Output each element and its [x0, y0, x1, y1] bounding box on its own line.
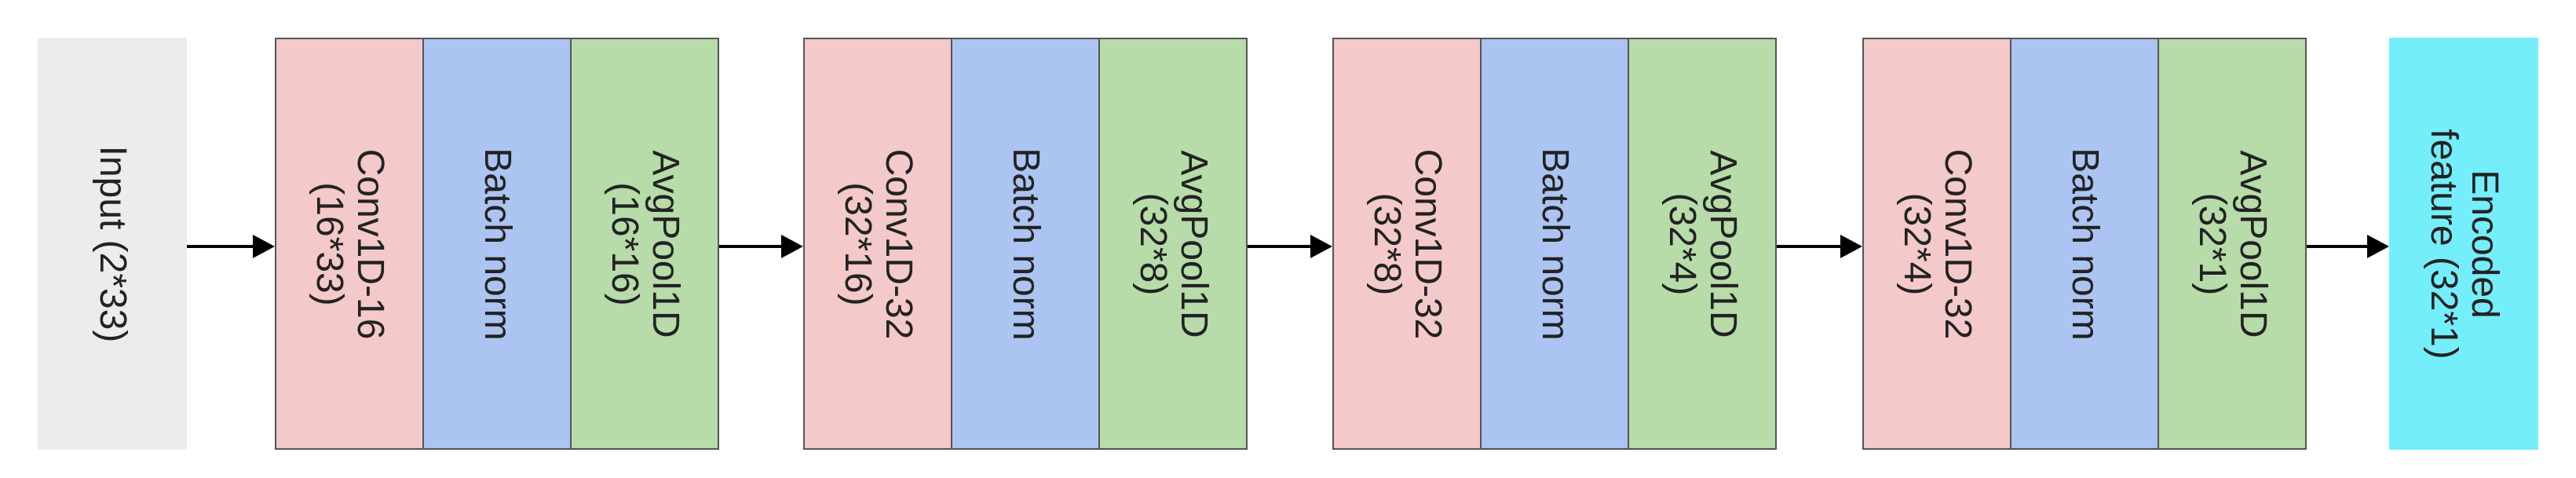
stage-2-pool-block: AvgPool1D (32*8)	[1098, 38, 1248, 450]
stage-1-pool-block: AvgPool1D (16*16)	[570, 38, 719, 450]
stage-4-conv-block: Conv1D-32 (32*4)	[1862, 38, 2011, 450]
input-block: Input (2*33)	[38, 38, 187, 450]
arrow-stage-1-to-stage-2	[719, 235, 803, 258]
arrow-stage-4-to-output	[2307, 235, 2389, 258]
arrow-stage-3-to-stage-4	[1777, 235, 1862, 258]
stage-4-batchnorm-block: Batch norm	[2010, 38, 2159, 450]
stage-4-pool-block: AvgPool1D (32*1)	[2158, 38, 2307, 450]
stage-3-pool-block: AvgPool1D (32*4)	[1628, 38, 1777, 450]
stage-2-batchnorm-block: Batch norm	[951, 38, 1100, 450]
stage-1-conv-block: Conv1D-16 (16*33)	[275, 38, 424, 450]
arrow-input-to-stage-1	[187, 235, 275, 258]
stage-1-batchnorm-block: Batch norm	[422, 38, 572, 450]
stage-2-conv-block: Conv1D-32 (32*16)	[803, 38, 952, 450]
output-block: Encoded feature (32*1)	[2389, 38, 2538, 450]
arrow-stage-2-to-stage-3	[1248, 235, 1332, 258]
stage-3-batchnorm-block: Batch norm	[1480, 38, 1629, 450]
